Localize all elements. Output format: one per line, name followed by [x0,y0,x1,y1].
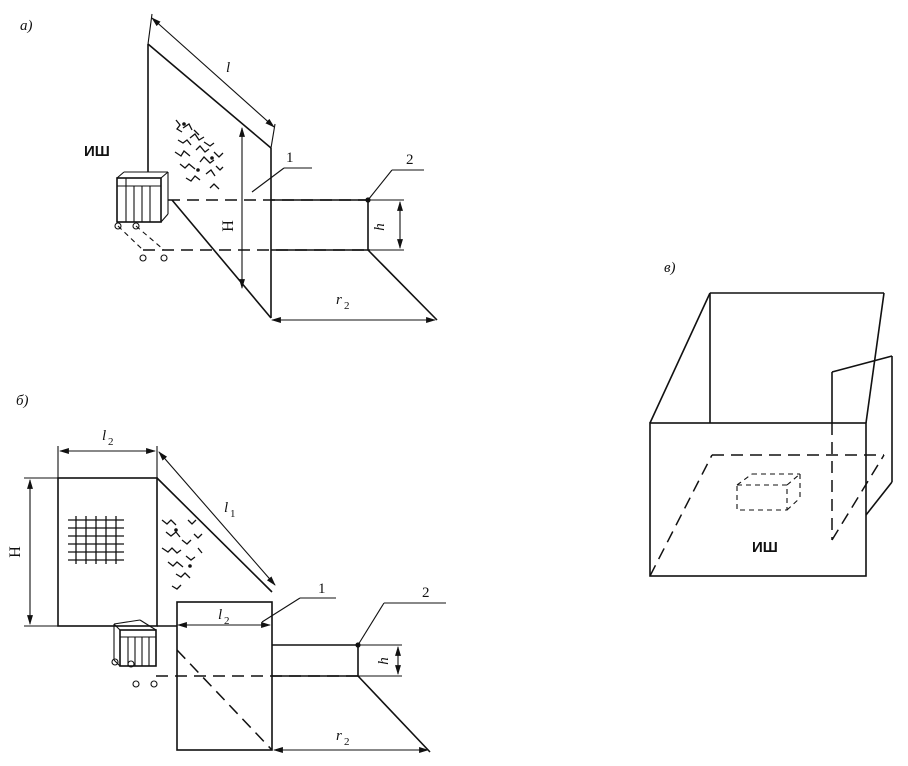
dim-H-b-label: H [7,546,24,558]
panel-v-label: в) [664,260,676,276]
dim-l2-front-b-sub: 2 [224,615,230,627]
callouts-a: 1 2 [251,150,424,201]
dim-l2-top-b: l 2 [57,428,158,478]
dim-r2-a-sub: 2 [344,300,350,312]
screen-a [147,43,272,319]
callout-2-a: 2 [406,152,414,168]
dim-r2-b-sub: 2 [344,736,350,748]
building-facade-a [174,119,224,190]
dim-l1-b: l 1 [158,451,276,586]
dim-r2-a-label: r [336,292,342,308]
callouts-b: 1 2 [261,581,446,646]
dim-l1-b-sub: 1 [230,508,236,520]
window-grid-b [68,516,124,564]
enclosure-box-v [649,292,893,577]
dim-l2-top-b-label: l [102,428,106,444]
callout-2-b: 2 [422,585,430,601]
callout-1-b: 1 [318,581,326,597]
dim-h-a-label: h [372,223,388,231]
source-label-v: ИШ [752,539,778,556]
dim-l-a: l [147,13,276,149]
dim-l1-b-label: l [224,500,228,516]
dim-l2-front-b-label: l [218,607,222,623]
panel-a-label: а) [20,18,33,34]
dim-r2-b-label: r [336,728,342,744]
dim-l-a-label: l [226,60,230,76]
noise-source-a: ИШ [84,143,169,262]
callout-1-a: 1 [286,150,294,166]
panel-v: в) И [649,260,893,577]
dim-H-a-label: H [220,220,237,232]
source-label-a: ИШ [84,143,110,160]
receiver-point-a: h [365,197,404,251]
dim-l2-top-b-sub: 2 [108,436,114,448]
panel-b: б) l 2 l 1 H [7,393,446,753]
side-facade-b [161,519,203,590]
dim-H-a: H [220,127,245,289]
dim-r2-b: r 2 [273,675,431,753]
panel-b-label: б) [16,393,29,409]
noise-source-b [111,619,158,688]
panel-a: а) l H ИШ [20,13,438,323]
noise-source-v: ИШ [736,473,801,556]
dim-H-b: H [7,477,58,627]
dim-r2-a: r 2 [271,249,438,323]
dim-h-b-label: h [376,657,392,665]
receiver-point-b: h [355,642,402,677]
